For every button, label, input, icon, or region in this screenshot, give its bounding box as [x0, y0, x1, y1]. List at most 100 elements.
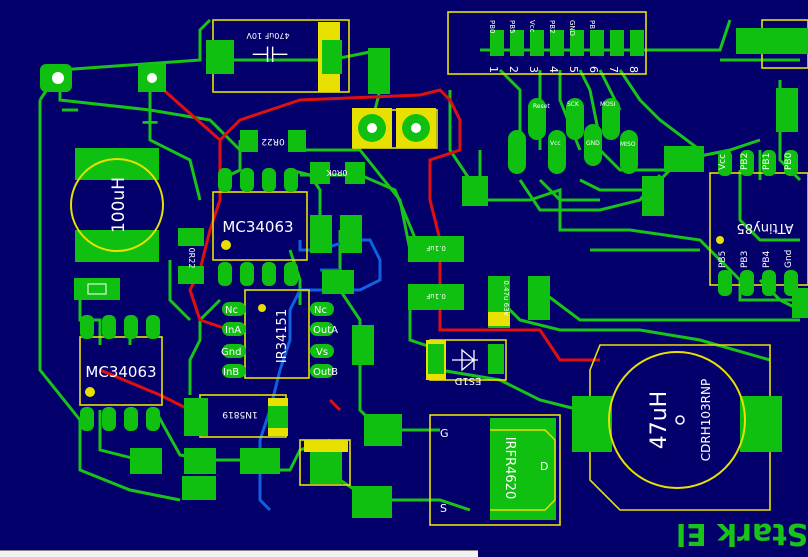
mcu-pin1-dot	[716, 236, 724, 244]
r0r22b-pad2	[178, 266, 204, 284]
diode2-label: ES1D	[454, 375, 481, 386]
mcu-pin-gnd: Gnd	[784, 250, 794, 268]
cap-elec-pad	[310, 452, 342, 484]
mcu-pin-pb1: PB1	[762, 153, 772, 170]
u1-label: MC34063	[222, 218, 293, 236]
cap-bottom-2	[184, 448, 216, 474]
mosfet-pin-s: S	[440, 502, 447, 515]
inductor-right-dot	[675, 415, 685, 425]
minus-label: −	[59, 95, 81, 125]
driver-pin-vs: Vs	[316, 347, 328, 358]
header-num-8: 8	[627, 66, 640, 73]
u2-pins	[80, 315, 160, 431]
resistor-2k2-pad	[528, 276, 550, 320]
header-label-reset: Reset	[533, 103, 550, 110]
resistor-left-pad	[74, 278, 120, 300]
inductor-left-label: 100uH	[109, 177, 129, 233]
cap-047-band	[488, 312, 510, 326]
driver-pin-nc-left: Nc	[225, 305, 238, 316]
header-top-pb: PB	[588, 20, 596, 29]
header-num-4: 4	[547, 66, 560, 73]
plus-label: +	[140, 108, 160, 136]
status-bar	[0, 550, 478, 557]
cap-bottom-1	[130, 448, 162, 474]
header-num-6: 6	[587, 66, 600, 73]
header-num-7: 7	[607, 66, 620, 73]
mcu-pins	[718, 150, 798, 296]
mcu-pin-pb0: PB0	[784, 152, 794, 170]
header-label-vcc: Vcc	[550, 140, 561, 147]
r0r22a-pad1	[240, 130, 258, 152]
terminal-hole-2	[411, 123, 421, 133]
terminal-hole-1	[367, 123, 377, 133]
cap-top-pad-left	[206, 40, 234, 74]
r0r22b-pad1	[178, 228, 204, 246]
driver-pin-inb: InB	[223, 367, 239, 378]
inductor-left-pad-bottom	[75, 230, 159, 262]
cap-d-pad	[352, 325, 374, 365]
header-num-1: 1	[487, 66, 500, 73]
mosfet-source-pad	[352, 486, 392, 518]
inductor-left-pad-top	[75, 148, 159, 180]
mosfet-label: IRFR4620	[502, 437, 517, 499]
resistor-far-right-pad	[776, 88, 798, 132]
driver-pin-outa: OutA	[313, 325, 338, 336]
header-label-gnd: GND	[586, 140, 600, 147]
cap-mid-1-label: 0.1uF	[426, 244, 446, 252]
header-label-sck: SCK	[567, 101, 580, 108]
inductor-left-outline	[70, 158, 164, 252]
pad-edge-right	[792, 288, 808, 318]
driver-pin-outb: OutB	[313, 367, 338, 378]
resistor-left-body	[87, 283, 107, 295]
mcu-pin-pb5: PB5	[718, 251, 728, 268]
pad-right-1	[462, 176, 488, 206]
cap-top-label: 470uF 10V	[246, 31, 290, 40]
r0r0k-label: 0R0K	[326, 168, 348, 177]
cap-c-pad	[322, 270, 354, 294]
mcu-pin-vcc: Vcc	[718, 154, 728, 170]
u2-label: MC34063	[85, 363, 156, 381]
u1-pins	[218, 168, 298, 286]
header-label-mosi: MOSI	[600, 101, 616, 108]
cap-a-pad	[310, 215, 332, 253]
diode1-pad1	[184, 398, 208, 436]
mcu-pin-pb2: PB2	[740, 153, 750, 170]
r0r0k-pad1	[310, 162, 330, 184]
header-num-2: 2	[507, 66, 520, 73]
connector-right-pad	[736, 28, 808, 54]
mcu-pin-pb4: PB4	[762, 250, 772, 268]
header-num-3: 3	[527, 66, 540, 73]
cap-bottom-4	[182, 476, 216, 500]
cap-b-pad	[340, 215, 362, 253]
header-top-gnd: GND	[568, 20, 576, 36]
r0r22b-label: 0R22	[187, 248, 196, 269]
mosfet-gate-pad	[364, 414, 402, 446]
header-num-5: 5	[567, 66, 580, 73]
inductor-right-pad-right	[740, 396, 782, 452]
header-top-pb5: PB5	[508, 20, 516, 33]
cap-mid-2	[408, 284, 464, 310]
cap-bottom-3	[240, 448, 280, 474]
power-hole-minus	[52, 72, 64, 84]
footer-text: Stark El	[676, 516, 808, 551]
r0r0k-pad2	[345, 162, 365, 184]
header-top-pb2: PB2	[548, 20, 556, 33]
diode2-pad2	[488, 344, 504, 374]
driver-pin1-dot	[258, 304, 266, 312]
diode1-pad2	[268, 406, 288, 428]
driver-pin-gnd: Gnd	[221, 347, 241, 358]
power-hole-plus	[147, 73, 157, 83]
mosfet-drain-tab	[490, 418, 556, 520]
header-signal-pads	[508, 98, 638, 174]
r0r22a-pad2	[288, 130, 306, 152]
inductor-right-part: CDRH103RNP	[699, 379, 713, 461]
resistor-right-pad	[664, 146, 704, 172]
inductor-right-outline	[608, 351, 746, 489]
driver-pin-ina: InA	[225, 325, 241, 336]
inductor-right-pad-left	[572, 396, 612, 452]
header-numbers: 1 2 3 4 5 6 7 8	[487, 66, 640, 73]
inductor-right-label: 47uH	[647, 391, 672, 449]
driver-pads	[222, 302, 334, 378]
diode2-pad1	[428, 344, 444, 374]
